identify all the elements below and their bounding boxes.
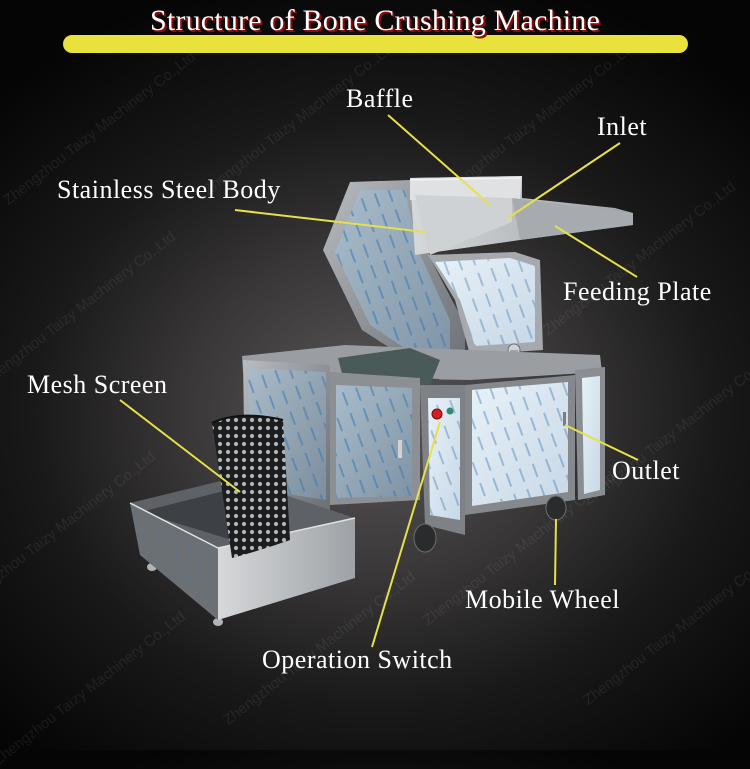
feeding-plate-shape [409, 176, 633, 255]
bone-crusher-illustration [119, 114, 639, 648]
label-stainless-steel-body: Stainless Steel Body [57, 175, 281, 204]
outlet-panel [465, 367, 605, 515]
label-mesh-screen: Mesh Screen [27, 370, 168, 399]
label-baffle: Baffle [346, 84, 414, 113]
label-inlet: Inlet [597, 112, 648, 141]
page-title: Structure of Bone Crushing Machine [149, 4, 601, 37]
title-highlight-bar [63, 35, 688, 53]
label-operation-switch: Operation Switch [262, 645, 453, 674]
stainless-steel-body-shape [323, 180, 465, 380]
leader-lines [119, 114, 639, 648]
label-mobile-wheel: Mobile Wheel [465, 585, 620, 614]
mesh-screen-shape [211, 414, 290, 558]
diagram-canvas: Zhengzhou Taizy Machinery Co.,Ltd Zhengz… [27, 4, 712, 674]
label-feeding-plate: Feeding Plate [563, 277, 712, 306]
inner-lid-shape [428, 252, 543, 364]
label-outlet: Outlet [612, 456, 680, 485]
switch-panel [420, 385, 465, 535]
